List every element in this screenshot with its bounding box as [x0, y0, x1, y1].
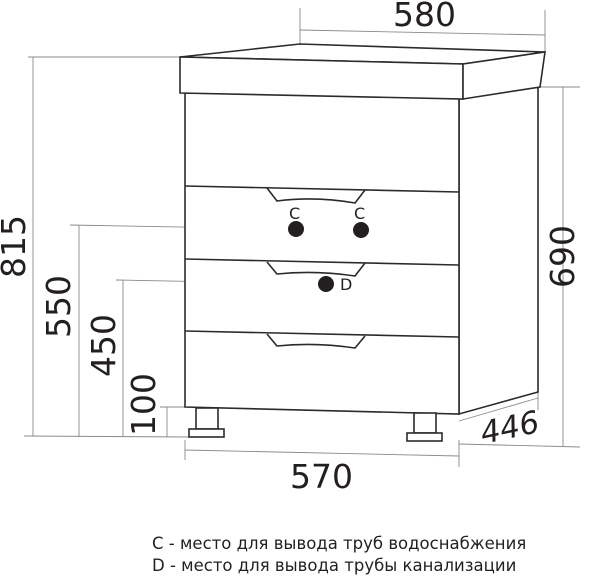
dim-450: 450	[84, 314, 123, 377]
dim-570: 570	[290, 457, 353, 496]
dimension-lines	[23, 8, 581, 467]
drawer-1-handle	[266, 187, 366, 204]
legend-item-c: C - место для вывода труб водоснабжения	[152, 534, 527, 553]
leg-right-post	[413, 412, 437, 434]
drawer-3-top	[184, 330, 460, 338]
water-outlet-left	[288, 221, 304, 237]
dim-815: 815	[0, 215, 33, 278]
dim-580: 580	[393, 0, 456, 34]
dimension-labels: 580 570 815 550 450 100 690 446	[0, 0, 582, 496]
marker-label-d: D	[340, 275, 352, 294]
dim-100: 100	[124, 373, 163, 436]
countertop-side	[462, 51, 546, 100]
leg-right-foot	[406, 432, 443, 442]
drawer-2-handle	[266, 261, 366, 277]
marker-label-c-left: C	[289, 204, 300, 223]
countertop-front	[179, 56, 464, 100]
drawer-2-top	[184, 258, 460, 266]
marker-label-c-right: C	[354, 204, 365, 223]
drain-outlet	[318, 276, 334, 292]
pipe-markers: C C D	[288, 204, 369, 294]
front-panel	[184, 92, 460, 415]
leg-left-post	[195, 407, 219, 430]
cabinet-body	[179, 43, 546, 442]
drawer-1-top	[184, 185, 460, 193]
leg-left-foot	[188, 428, 225, 438]
side-panel	[458, 86, 539, 416]
legend-item-d: D - место для вывода трубы канализации	[152, 556, 517, 575]
dim-690: 690	[543, 225, 582, 288]
water-outlet-right	[353, 222, 369, 238]
drawer-3-handle	[266, 333, 366, 349]
dim-550: 550	[39, 275, 78, 338]
legend: C - место для вывода труб водоснабжения …	[152, 533, 526, 577]
dim-446: 446	[477, 404, 542, 452]
